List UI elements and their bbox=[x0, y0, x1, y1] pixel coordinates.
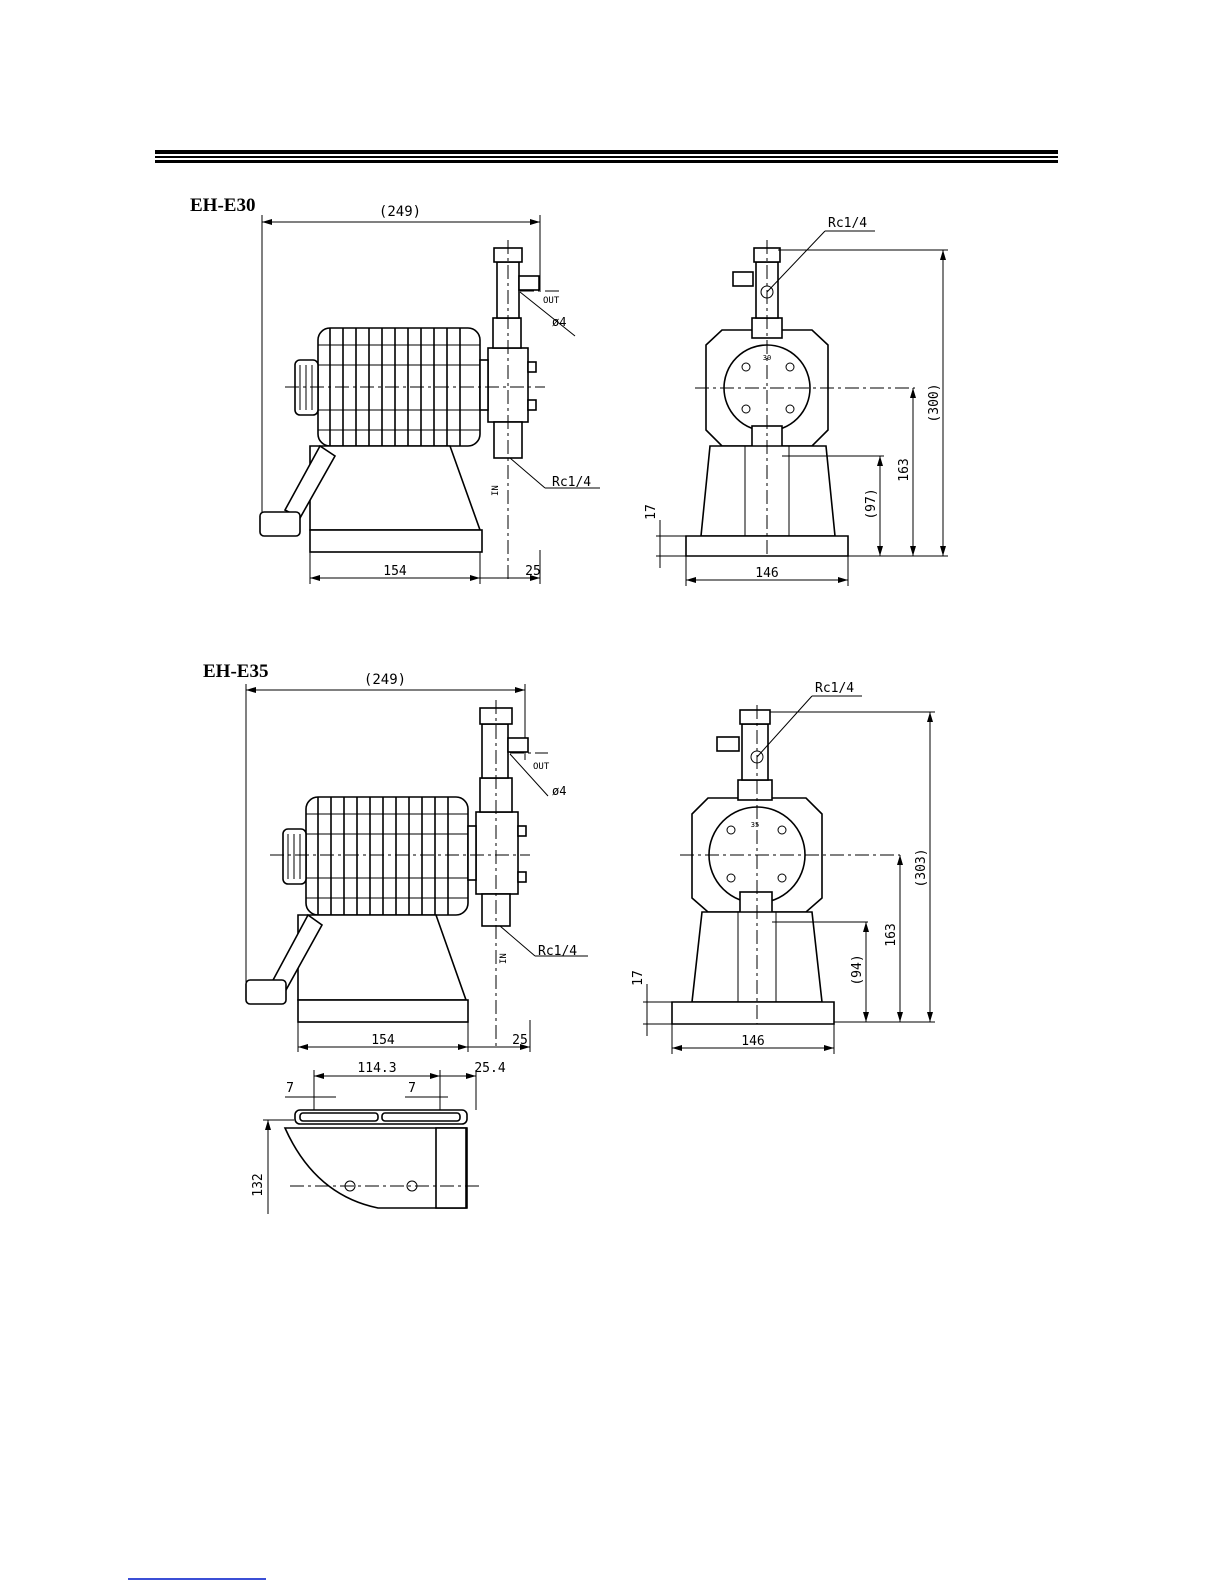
e30-tube-size: ø4 bbox=[552, 315, 566, 329]
e35-tube-size: ø4 bbox=[552, 784, 566, 798]
e35-outlet-nozzle bbox=[508, 738, 528, 752]
e35-dim-axis-height: 163 bbox=[884, 923, 899, 946]
e35-dim-base-height: 17 bbox=[631, 970, 646, 986]
e30-outlet-nozzle bbox=[519, 276, 539, 290]
e30-dim-offset: 25 bbox=[525, 564, 541, 579]
e30-port-bottom: Rc1/4 bbox=[552, 475, 591, 490]
e35-plan-dim-edge-offset: 25.4 bbox=[474, 1061, 505, 1076]
e30-cable-gland bbox=[260, 512, 300, 536]
e35-plan-dim-slot-right: 7 bbox=[408, 1081, 416, 1096]
e30-dim-base-height: 17 bbox=[644, 504, 659, 520]
e35-base-plan-view: 114.3 25.4 7 7 132 bbox=[251, 1061, 506, 1214]
e30-in-label: IN bbox=[491, 485, 501, 496]
e35-head-mark: 35 bbox=[751, 821, 759, 829]
e30-dim-inlet-height: (97) bbox=[864, 488, 879, 519]
e35-dim-base-width: 146 bbox=[741, 1034, 764, 1049]
e35-port-top: Rc1/4 bbox=[815, 681, 854, 696]
e35-side-view: (249) bbox=[246, 672, 588, 1052]
e30-side-view: (249) bbox=[260, 204, 600, 584]
e35-out-label: OUT bbox=[533, 762, 550, 772]
e30-dim-base-length: 154 bbox=[383, 564, 407, 579]
e35-dim-inlet-height: (94) bbox=[850, 954, 865, 985]
e35-dim-offset: 25 bbox=[512, 1033, 528, 1048]
e30-port-top: Rc1/4 bbox=[828, 216, 867, 231]
e35-dim-base-length: 154 bbox=[371, 1033, 395, 1048]
e30-front-view: 30 Rc1/4 (300) 163 (97) bbox=[644, 216, 948, 586]
e30-dim-axis-height: 163 bbox=[897, 458, 912, 481]
e35-plan-dim-slot-left: 7 bbox=[286, 1081, 294, 1096]
e35-plan-dim-hole-spacing: 114.3 bbox=[357, 1061, 396, 1076]
e30-dim-base-width: 146 bbox=[755, 566, 778, 581]
e35-dim-overall-width: (249) bbox=[364, 672, 406, 688]
page-link-underline[interactable] bbox=[128, 1578, 266, 1580]
e35-cable-gland bbox=[246, 980, 286, 1004]
e35-dim-overall-height: (303) bbox=[914, 848, 929, 887]
e30-dim-overall-height: (300) bbox=[927, 383, 942, 422]
e35-plan-dim-depth: 132 bbox=[251, 1173, 266, 1196]
e35-in-label: IN bbox=[499, 953, 509, 964]
e30-dim-overall-width: (249) bbox=[379, 204, 421, 220]
e35-port-bottom: Rc1/4 bbox=[538, 944, 577, 959]
e30-out-label: OUT bbox=[543, 296, 560, 306]
e35-front-view: 35 Rc1/4 (303) 163 (94) 17 bbox=[631, 681, 935, 1054]
